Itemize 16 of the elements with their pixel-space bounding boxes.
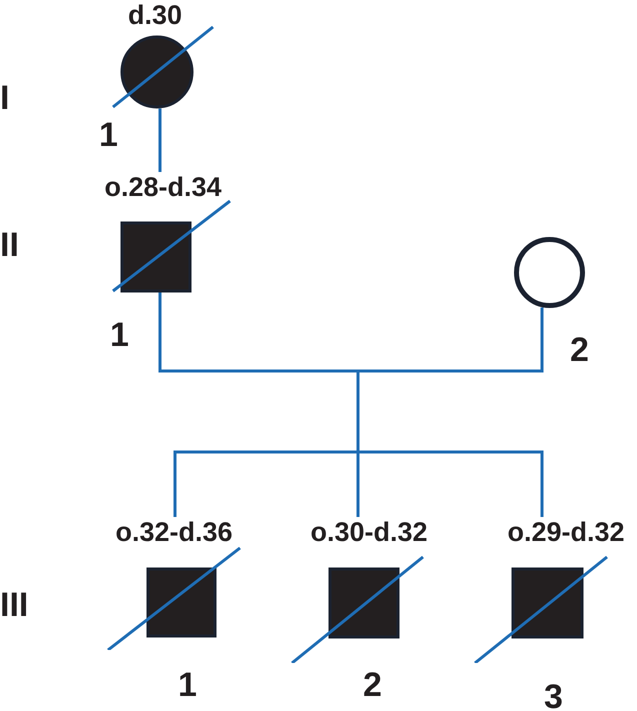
- descent-line: [158, 291, 544, 518]
- generation-label: II: [0, 226, 19, 264]
- generation-label: I: [0, 79, 10, 117]
- individual-number: 2: [570, 331, 589, 369]
- age-label: o.29-d.32: [507, 517, 625, 547]
- individual-number: 1: [99, 116, 118, 154]
- age-label: o.30-d.32: [310, 517, 428, 547]
- individual-number: 1: [178, 666, 197, 704]
- age-label: o.28-d.34: [104, 172, 222, 202]
- age-label: o.32-d.36: [115, 517, 233, 547]
- individual-number: 3: [544, 678, 563, 711]
- descent-line: [158, 108, 162, 172]
- individual-number: 2: [363, 666, 382, 704]
- age-label: d.30: [128, 0, 182, 30]
- generation-label: III: [0, 586, 28, 624]
- individual-number: 1: [110, 316, 129, 354]
